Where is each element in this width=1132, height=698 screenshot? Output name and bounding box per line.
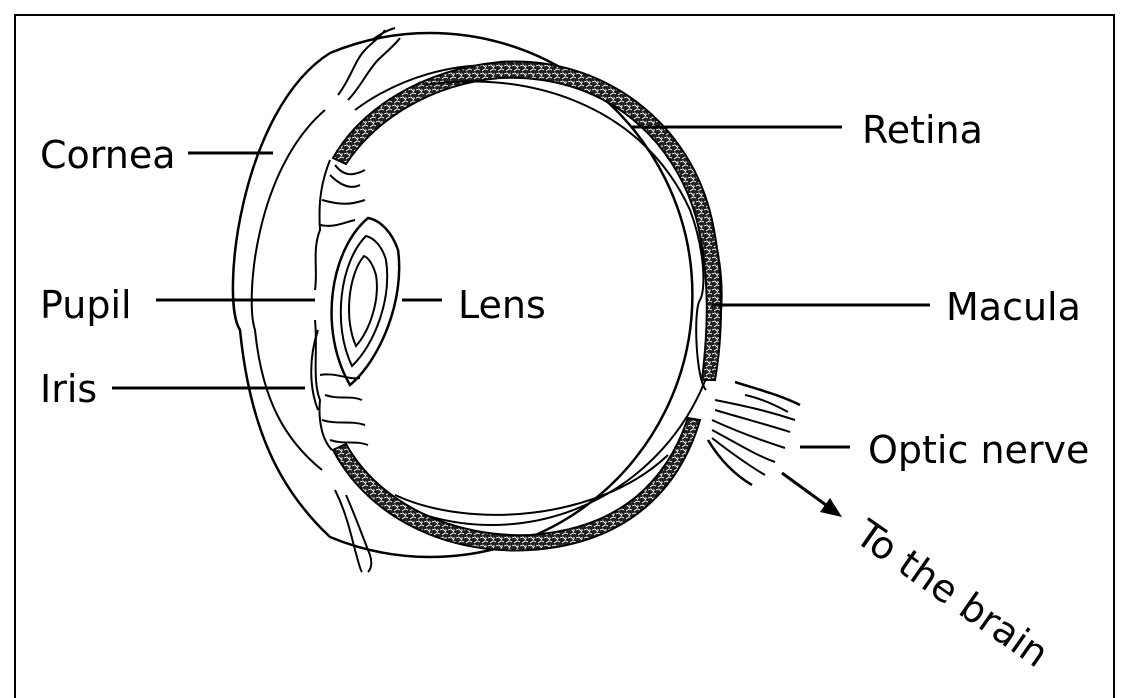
retina-band-bottom [333,418,700,550]
lens-label: Lens [458,283,546,327]
ciliary-fibers-bottom [320,374,368,445]
muscle-bottom [335,490,371,572]
to-brain-arrow-shaft [782,473,830,508]
to-brain-arrowhead [820,498,842,517]
iris-front [311,330,318,410]
iris-label: Iris [40,367,97,411]
macula-label: Macula [946,285,1081,329]
retina-label: Retina [862,108,983,152]
cornea-label: Cornea [40,133,176,177]
to-brain-label: To the brain [847,511,1057,676]
retina-band-top [333,61,721,380]
lens-ring-2 [349,256,377,346]
pupil-label: Pupil [40,283,132,327]
optic-nerve-label: Optic nerve [868,428,1089,472]
ciliary-fibers-top [320,165,365,226]
ciliary-bottom [315,320,332,450]
cornea-inner [252,110,325,470]
